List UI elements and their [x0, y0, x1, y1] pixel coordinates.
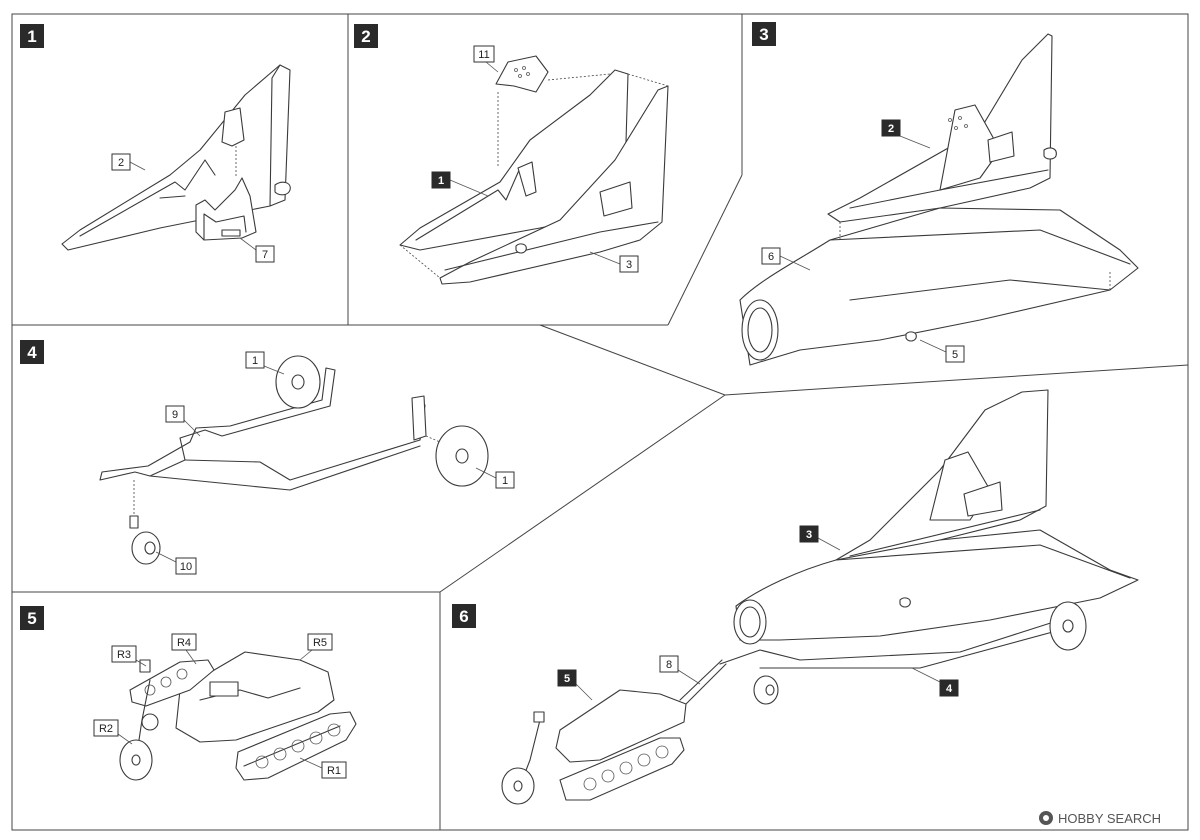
- watermark: HOBBY SEARCH: [1039, 811, 1161, 826]
- step-6-drawing: [501, 389, 1139, 805]
- step-3-panel: 3 2 6: [739, 22, 1139, 366]
- svg-text:6: 6: [459, 607, 468, 626]
- watermark-text: HOBBY SEARCH: [1058, 811, 1161, 826]
- step3-part-6-label: 6: [761, 247, 811, 271]
- step-6-panel: 6: [452, 389, 1139, 805]
- svg-text:1: 1: [27, 27, 36, 46]
- svg-text:2: 2: [118, 157, 124, 169]
- step-5-badge: 5: [20, 606, 44, 630]
- svg-text:R2: R2: [99, 723, 113, 735]
- svg-text:11: 11: [478, 49, 489, 61]
- step-1-badge: 1: [20, 24, 44, 48]
- panel-borders: [11, 13, 1189, 831]
- step-4-badge: 4: [20, 340, 44, 364]
- step2-part-11-label: 11: [473, 45, 499, 73]
- svg-text:7: 7: [262, 249, 268, 261]
- svg-text:4: 4: [946, 683, 953, 695]
- svg-text:6: 6: [768, 251, 774, 263]
- svg-text:R3: R3: [117, 649, 131, 661]
- svg-text:3: 3: [806, 529, 812, 541]
- step4-part-9-label: 9: [165, 405, 201, 437]
- step-5-panel: 5 R3: [20, 606, 357, 781]
- svg-text:5: 5: [27, 609, 36, 628]
- svg-text:1: 1: [502, 475, 508, 487]
- step1-part-2-label: 2: [111, 153, 146, 171]
- step-2-badge: 2: [354, 24, 378, 48]
- step-4-panel: 4 1 9: [20, 340, 515, 575]
- step-1-drawing: [61, 64, 291, 251]
- step5-part-R1-label: R1: [299, 757, 347, 779]
- step-5-drawing: [119, 651, 357, 781]
- step6-part-5-label: 5: [557, 669, 593, 701]
- svg-text:R1: R1: [327, 765, 341, 777]
- svg-text:5: 5: [952, 349, 958, 361]
- step6-part-8-label: 8: [659, 655, 701, 685]
- step5-part-R3-label: R3: [111, 645, 147, 667]
- svg-text:2: 2: [361, 27, 370, 46]
- step-6-badge: 6: [452, 604, 476, 628]
- svg-text:2: 2: [888, 123, 894, 135]
- svg-text:R4: R4: [177, 637, 191, 649]
- svg-text:R5: R5: [313, 637, 327, 649]
- step-2-drawing: [399, 55, 669, 285]
- step-2-panel: 2 11 1: [354, 24, 669, 285]
- step-3-badge: 3: [752, 22, 776, 46]
- step2-part-3-label: 3: [589, 251, 639, 273]
- step-3-drawing: [739, 33, 1139, 366]
- step4-part-1b-label: 1: [475, 467, 515, 489]
- svg-text:1: 1: [252, 355, 258, 367]
- step6-part-3-label: 3: [799, 525, 841, 551]
- step2-part-1-label: 1: [431, 171, 489, 197]
- svg-text:1: 1: [438, 175, 444, 187]
- step3-part-5-label: 5: [919, 339, 965, 363]
- svg-text:9: 9: [172, 409, 178, 421]
- svg-text:8: 8: [666, 659, 672, 671]
- step1-part-7-label: 7: [239, 237, 275, 263]
- step-4-drawing: [99, 355, 489, 565]
- svg-text:4: 4: [27, 343, 37, 362]
- step5-part-R4-label: R4: [171, 633, 197, 665]
- svg-text:10: 10: [180, 561, 192, 573]
- svg-text:3: 3: [626, 259, 632, 271]
- step-1-panel: 1 2 7: [20, 24, 291, 263]
- step6-part-4-label: 4: [911, 667, 959, 697]
- step4-part-10-label: 10: [155, 551, 197, 575]
- step3-part-2-label: 2: [881, 119, 931, 149]
- svg-text:5: 5: [564, 673, 570, 685]
- step5-part-R5-label: R5: [299, 633, 333, 661]
- step5-part-R2-label: R2: [93, 719, 133, 745]
- svg-text:3: 3: [759, 25, 768, 44]
- hobbysearch-logo-icon: [1039, 811, 1053, 825]
- step4-part-1a-label: 1: [245, 351, 285, 375]
